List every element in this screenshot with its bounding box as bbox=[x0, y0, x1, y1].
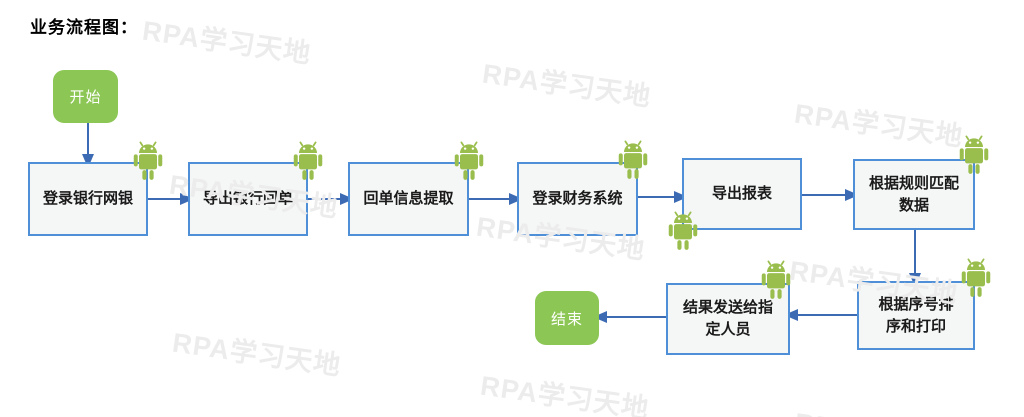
flow-step-send-results: 结果发送给指定人员 bbox=[666, 283, 790, 355]
flow-step-extract-receipt-info: 回单信息提取 bbox=[348, 162, 469, 236]
android-robot-icon bbox=[454, 141, 484, 181]
flow-step-label: 回单信息提取 bbox=[363, 190, 454, 207]
page-title: 业务流程图： bbox=[30, 18, 138, 37]
android-robot-icon bbox=[668, 211, 698, 251]
flow-step-label: 导出银行回单 bbox=[203, 190, 294, 207]
android-robot-icon bbox=[133, 141, 163, 181]
flow-step-login-finance-system: 登录财务系统 bbox=[517, 162, 638, 236]
flow-step-label: 导出报表 bbox=[711, 185, 772, 202]
flow-step-export-report: 导出报表 bbox=[682, 158, 802, 230]
flow-step-match-data-by-rules: 根据规则匹配数据 bbox=[853, 159, 975, 230]
flow-step-label: 结果发送给指定人员 bbox=[682, 299, 773, 338]
android-robot-icon bbox=[961, 258, 991, 298]
flow-step-login-bank: 登录银行网银 bbox=[28, 162, 148, 236]
android-robot-icon bbox=[293, 141, 323, 181]
flow-step-label: 登录财务系统 bbox=[532, 190, 623, 207]
flow-step-label: 根据规则匹配数据 bbox=[868, 174, 959, 214]
flow-start-label: 开始 bbox=[69, 89, 102, 106]
flow-start-node: 开始 bbox=[53, 70, 118, 123]
android-robot-icon bbox=[761, 260, 791, 300]
android-robot-icon bbox=[618, 140, 648, 180]
flow-step-label: 根据序号排序和打印 bbox=[878, 295, 954, 335]
flow-step-label: 登录银行网银 bbox=[43, 190, 134, 207]
flow-end-node: 结束 bbox=[535, 291, 599, 345]
android-robot-icon bbox=[959, 135, 989, 175]
flow-step-sort-and-print: 根据序号排序和打印 bbox=[857, 281, 975, 350]
flow-step-export-bank-receipts: 导出银行回单 bbox=[188, 162, 308, 236]
flow-end-label: 结束 bbox=[550, 310, 583, 328]
